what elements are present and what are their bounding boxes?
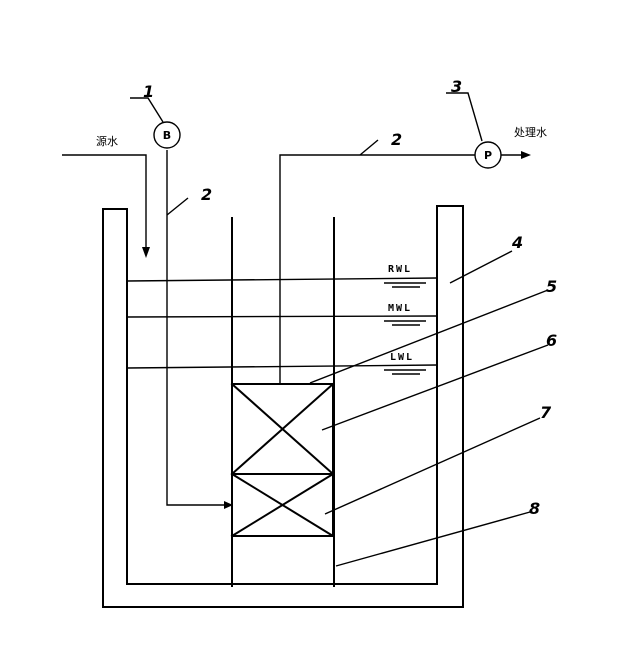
- water-level-lines: [126, 277, 438, 375]
- pump: [474, 141, 502, 169]
- ref-4: 4: [511, 233, 523, 252]
- mwl-label: MWL: [388, 303, 412, 314]
- membrane-module-lower: [230, 472, 335, 538]
- blower-letter: B: [163, 129, 171, 142]
- ref-2-air: 2: [201, 185, 212, 204]
- inner-tube: [231, 217, 335, 587]
- permeate-pipe: [279, 151, 531, 384]
- source-water-label: 源水: [96, 134, 118, 148]
- leader-lines: [130, 92, 549, 567]
- ref-3: 3: [451, 77, 462, 96]
- outer-tank: [102, 205, 464, 608]
- ref-6: 6: [546, 331, 557, 350]
- ref-5: 5: [546, 277, 557, 296]
- rwl-label: RWL: [388, 264, 412, 275]
- source-water-inlet: [62, 154, 150, 258]
- treated-water-label: 处理水: [514, 126, 547, 139]
- pump-letter: P: [484, 149, 492, 162]
- ref-8: 8: [529, 499, 540, 518]
- ref-7: 7: [540, 403, 552, 422]
- blower: [153, 121, 181, 149]
- ref-2-permeate: 2: [391, 130, 402, 149]
- air-pipe: [166, 150, 233, 509]
- lwl-label: LWL: [390, 352, 414, 363]
- membrane-module-upper: [230, 382, 335, 476]
- ref-1: 1: [143, 82, 154, 101]
